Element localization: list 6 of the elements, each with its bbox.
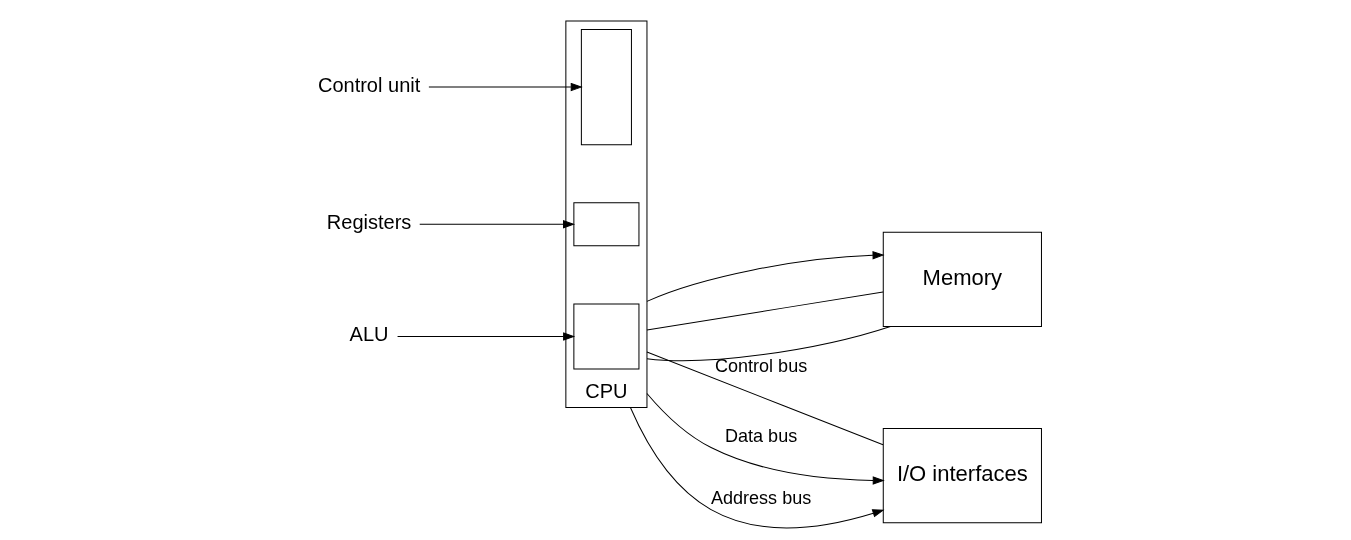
edge-label: Address bus (711, 487, 812, 508)
edge-label: Data bus (725, 425, 798, 446)
node-text: ALU (349, 322, 389, 345)
edge-label: Control bus (715, 355, 808, 376)
node-text: Registers (326, 210, 412, 233)
node-text: Control unit (317, 73, 421, 96)
